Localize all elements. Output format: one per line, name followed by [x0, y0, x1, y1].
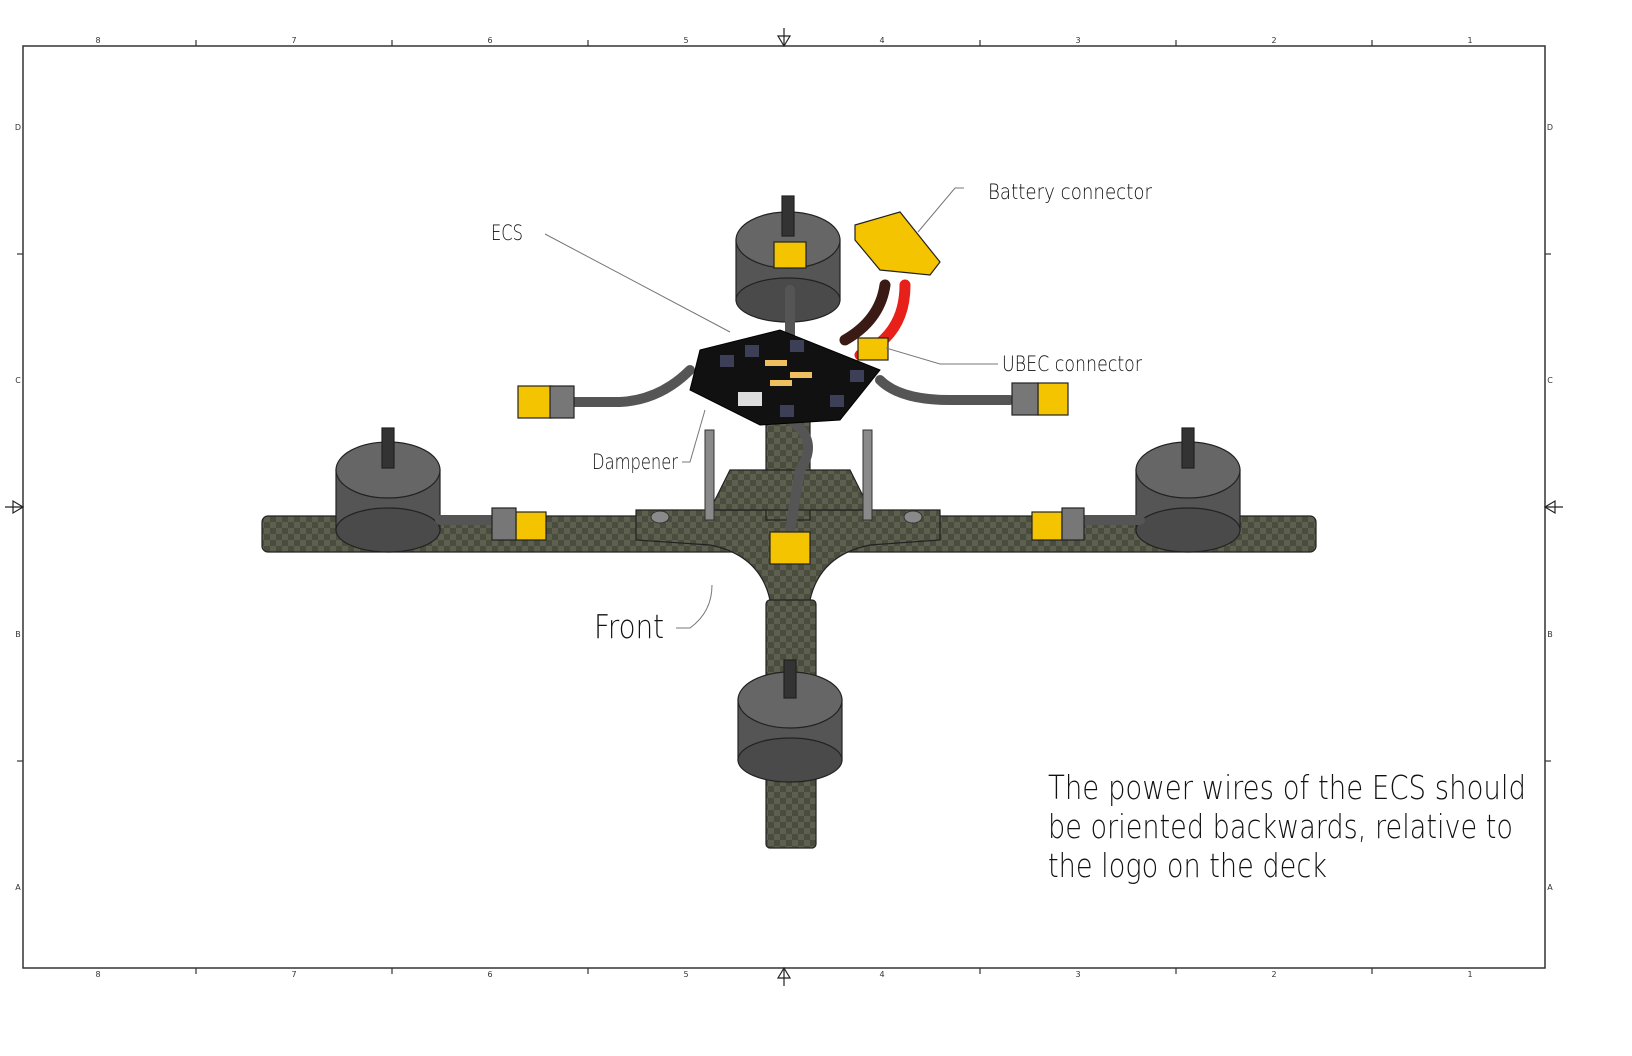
centering-arrows — [5, 28, 1563, 986]
row-label: A — [1547, 883, 1553, 892]
drawing-frame: 8 7 6 5 4 3 2 1 8 7 6 5 4 3 2 1 D C B A … — [5, 28, 1563, 986]
connector-arm-right — [1031, 511, 1063, 541]
callout-dampener: Dampener — [592, 450, 678, 474]
column-label: 6 — [487, 970, 492, 979]
connector-front — [769, 531, 811, 565]
leader-dampener — [682, 409, 706, 463]
row-label: D — [15, 123, 21, 132]
column-label: 8 — [95, 36, 100, 45]
note-line: The power wires of the ECS should — [1048, 768, 1526, 807]
row-label: C — [1547, 376, 1553, 385]
connector-rear — [773, 241, 807, 269]
callout-battery-connector: Battery connector — [988, 180, 1152, 204]
callout-ubec-connector: UBEC connector — [1002, 352, 1142, 376]
power-wire-negative — [839, 279, 891, 346]
esc-mosfets — [720, 340, 864, 417]
yellow-connectors — [491, 211, 1085, 565]
column-labels-bottom: 8 7 6 5 4 3 2 1 — [95, 970, 1472, 979]
esc-capacitors — [765, 360, 812, 386]
column-label: 3 — [1075, 36, 1080, 45]
column-label: 6 — [487, 36, 492, 45]
column-label: 2 — [1271, 970, 1276, 979]
callout-front: Front — [594, 607, 664, 646]
note-line: be oriented backwards, relative to — [1048, 807, 1513, 846]
motor-right — [1135, 427, 1241, 553]
leader-front — [676, 584, 713, 629]
ubec-connector — [857, 337, 889, 361]
leader-battery-connector — [917, 187, 964, 233]
row-labels-left: D C B A — [15, 123, 21, 892]
column-label: 1 — [1467, 970, 1472, 979]
connector-arm-left — [515, 511, 547, 541]
leader-ecs — [544, 233, 731, 333]
battery-xt60-connector — [854, 211, 941, 276]
column-label: 7 — [291, 970, 296, 979]
leader-lines — [544, 187, 998, 629]
drone-frame-illustration — [261, 195, 1317, 849]
connector-housing — [491, 507, 517, 541]
connector-housing — [1011, 382, 1039, 416]
connector-right — [1037, 382, 1069, 416]
connector-left — [517, 385, 553, 419]
row-label: A — [15, 883, 21, 892]
note-line: the logo on the deck — [1048, 846, 1327, 885]
frame-ticks — [17, 40, 1551, 974]
column-label: 3 — [1075, 970, 1080, 979]
callout-ecs: ECS — [491, 221, 523, 245]
column-label: 7 — [291, 36, 296, 45]
row-label: B — [1547, 630, 1553, 639]
column-label: 8 — [95, 970, 100, 979]
motor-left — [335, 427, 441, 553]
row-labels-right: D C B A — [1547, 123, 1553, 892]
connector-housing — [549, 385, 575, 419]
esc-signal-plug — [738, 392, 762, 406]
connector-housing — [1061, 507, 1085, 541]
column-label: 5 — [683, 36, 688, 45]
column-label: 1 — [1467, 36, 1472, 45]
column-label: 2 — [1271, 36, 1276, 45]
esc-board — [689, 329, 881, 426]
column-label: 5 — [683, 970, 688, 979]
motor-wires — [435, 285, 1145, 535]
standoffs — [650, 429, 923, 524]
row-label: D — [1547, 123, 1553, 132]
leader-ubec-connector — [885, 347, 998, 365]
column-label: 4 — [879, 36, 884, 45]
row-label: B — [15, 630, 21, 639]
column-labels-top: 8 7 6 5 4 3 2 1 — [95, 36, 1472, 45]
motor-front — [737, 659, 843, 783]
row-label: C — [15, 376, 21, 385]
column-label: 4 — [879, 970, 884, 979]
assembly-note: The power wires of the ECS should be ori… — [1048, 768, 1526, 885]
